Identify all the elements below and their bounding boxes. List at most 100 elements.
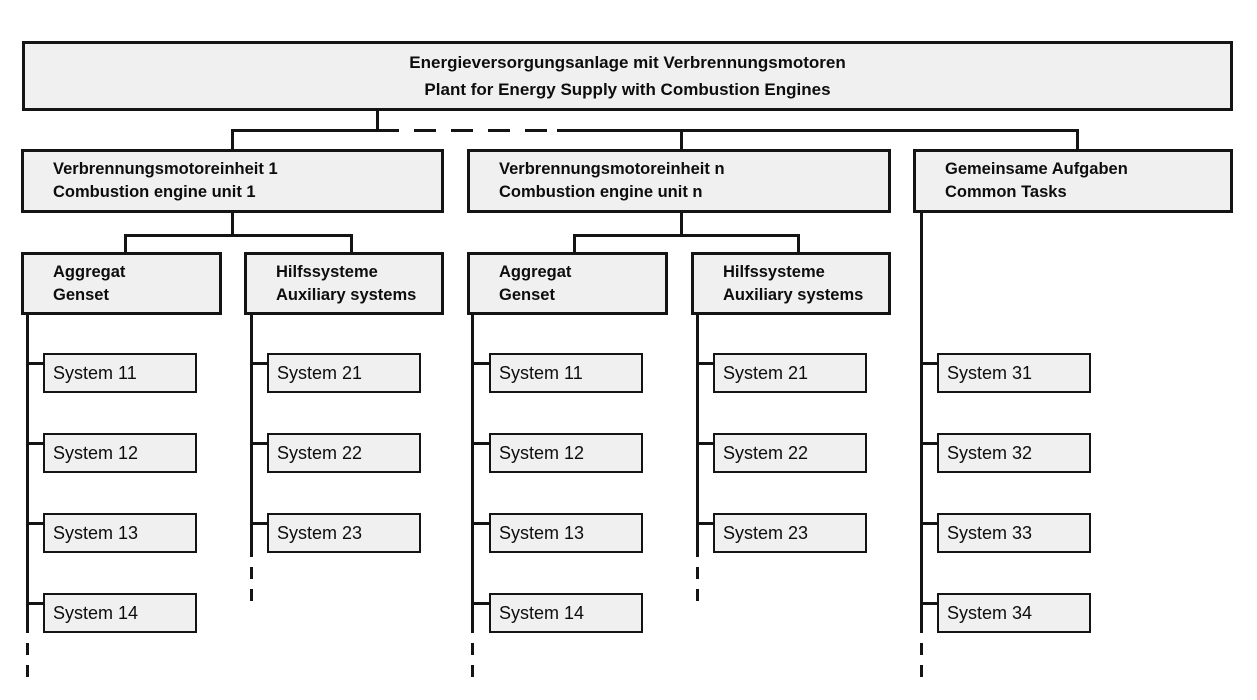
system-box: System 34	[937, 593, 1091, 633]
connector-unitn-bar	[573, 234, 800, 237]
auxiliary-1-title-de: Hilfssysteme	[276, 262, 378, 281]
connector-unit1-stub	[231, 212, 234, 237]
root-title-en: Plant for Energy Supply with Combustion …	[424, 80, 831, 99]
stub-line	[26, 362, 43, 365]
connector-unitn-stub	[680, 212, 683, 237]
stub-line	[471, 362, 489, 365]
stub-line	[250, 522, 267, 525]
connector-root-stub	[376, 110, 379, 131]
stub-line	[696, 362, 713, 365]
stub-line	[250, 362, 267, 365]
system-box: System 12	[43, 433, 197, 473]
system-box: System 13	[489, 513, 643, 553]
connector-level1-left	[231, 129, 399, 132]
stub-line	[920, 522, 937, 525]
stub-line	[250, 442, 267, 445]
system-box: System 14	[43, 593, 197, 633]
stub-line	[696, 442, 713, 445]
stub-line	[26, 442, 43, 445]
system-box: System 14	[489, 593, 643, 633]
trunk-gensetn	[471, 314, 474, 633]
unit-n-box: Verbrennungsmotoreinheit n Combustion en…	[467, 149, 891, 213]
common-tasks-title-de: Gemeinsame Aufgaben	[945, 160, 1128, 178]
genset-n-title-en: Genset	[499, 285, 555, 304]
system-label: System 11	[499, 362, 583, 383]
unit-n-title-de: Verbrennungsmotoreinheit n	[499, 160, 725, 178]
stub-line	[471, 442, 489, 445]
genset-n-box: Aggregat Genset	[467, 252, 668, 315]
unit-1-box: Verbrennungsmotoreinheit 1 Combustion en…	[21, 149, 444, 213]
system-box: System 21	[713, 353, 867, 393]
system-label: System 23	[277, 522, 363, 543]
system-label: System 22	[277, 442, 363, 463]
auxiliary-1-box: Hilfssysteme Auxiliary systems	[244, 252, 444, 315]
continuation-dashed-line	[250, 557, 253, 603]
system-label: System 12	[499, 442, 585, 463]
genset-1-box: Aggregat Genset	[21, 252, 222, 315]
connector-drop-gensetn	[573, 234, 576, 253]
system-label: System 22	[723, 442, 809, 463]
auxiliary-1-title-en: Auxiliary systems	[276, 285, 417, 304]
common-tasks-title-en: Common Tasks	[945, 183, 1067, 201]
trunk-genset1	[26, 314, 29, 633]
system-box: System 12	[489, 433, 643, 473]
stub-line	[471, 602, 489, 605]
system-label: System 14	[499, 602, 585, 623]
system-label: System 33	[947, 522, 1033, 543]
system-box: System 22	[713, 433, 867, 473]
auxiliary-n-title-de: Hilfssysteme	[723, 262, 825, 281]
genset-n-title-de: Aggregat	[499, 262, 572, 281]
root-box: Energieversorgungsanlage mit Verbrennung…	[22, 41, 1233, 111]
system-label: System 13	[499, 522, 585, 543]
trunk-auxiliaryn	[696, 314, 699, 557]
system-label: System 11	[53, 362, 137, 383]
system-box: System 11	[489, 353, 643, 393]
system-box: System 22	[267, 433, 421, 473]
stub-line	[920, 362, 937, 365]
stub-line	[920, 602, 937, 605]
trunk-common	[920, 212, 923, 633]
connector-drop-genset1	[124, 234, 127, 253]
auxiliary-n-title-en: Auxiliary systems	[723, 285, 864, 304]
continuation-dashed-line	[471, 633, 474, 679]
system-box: System 13	[43, 513, 197, 553]
unit-1-title-de: Verbrennungsmotoreinheit 1	[53, 160, 278, 178]
system-label: System 32	[947, 442, 1033, 463]
connector-level1-right	[557, 129, 1079, 132]
stub-line	[26, 602, 43, 605]
system-label: System 13	[53, 522, 139, 543]
continuation-dashed-line	[920, 633, 923, 679]
stub-line	[696, 522, 713, 525]
continuation-dashed-line	[696, 557, 699, 603]
stub-line	[26, 522, 43, 525]
connector-drop-common	[1076, 129, 1079, 151]
auxiliary-n-box: Hilfssysteme Auxiliary systems	[691, 252, 891, 315]
system-box: System 33	[937, 513, 1091, 553]
connector-drop-auxiliary1	[350, 234, 353, 253]
system-label: System 12	[53, 442, 139, 463]
stub-line	[920, 442, 937, 445]
system-label: System 21	[277, 362, 363, 383]
connector-unit1-bar	[124, 234, 353, 237]
connector-drop-auxiliaryn	[797, 234, 800, 253]
system-label: System 34	[947, 602, 1033, 623]
common-tasks-box: Gemeinsame Aufgaben Common Tasks	[913, 149, 1233, 213]
system-label: System 23	[723, 522, 809, 543]
system-box: System 21	[267, 353, 421, 393]
system-box: System 23	[713, 513, 867, 553]
system-box: System 31	[937, 353, 1091, 393]
system-label: System 21	[723, 362, 809, 383]
unit-n-title-en: Combustion engine unit n	[499, 183, 703, 201]
continuation-dashed-line	[26, 633, 29, 679]
system-box: System 11	[43, 353, 197, 393]
continuation-dashed-line-horizontal	[399, 129, 557, 132]
system-box: System 32	[937, 433, 1091, 473]
system-label: System 14	[53, 602, 139, 623]
stub-line	[471, 522, 489, 525]
genset-1-title-en: Genset	[53, 285, 109, 304]
unit-1-title-en: Combustion engine unit 1	[53, 183, 256, 201]
connector-drop-unitn	[680, 129, 683, 150]
genset-1-title-de: Aggregat	[53, 262, 126, 281]
root-title-de: Energieversorgungsanlage mit Verbrennung…	[409, 53, 846, 72]
